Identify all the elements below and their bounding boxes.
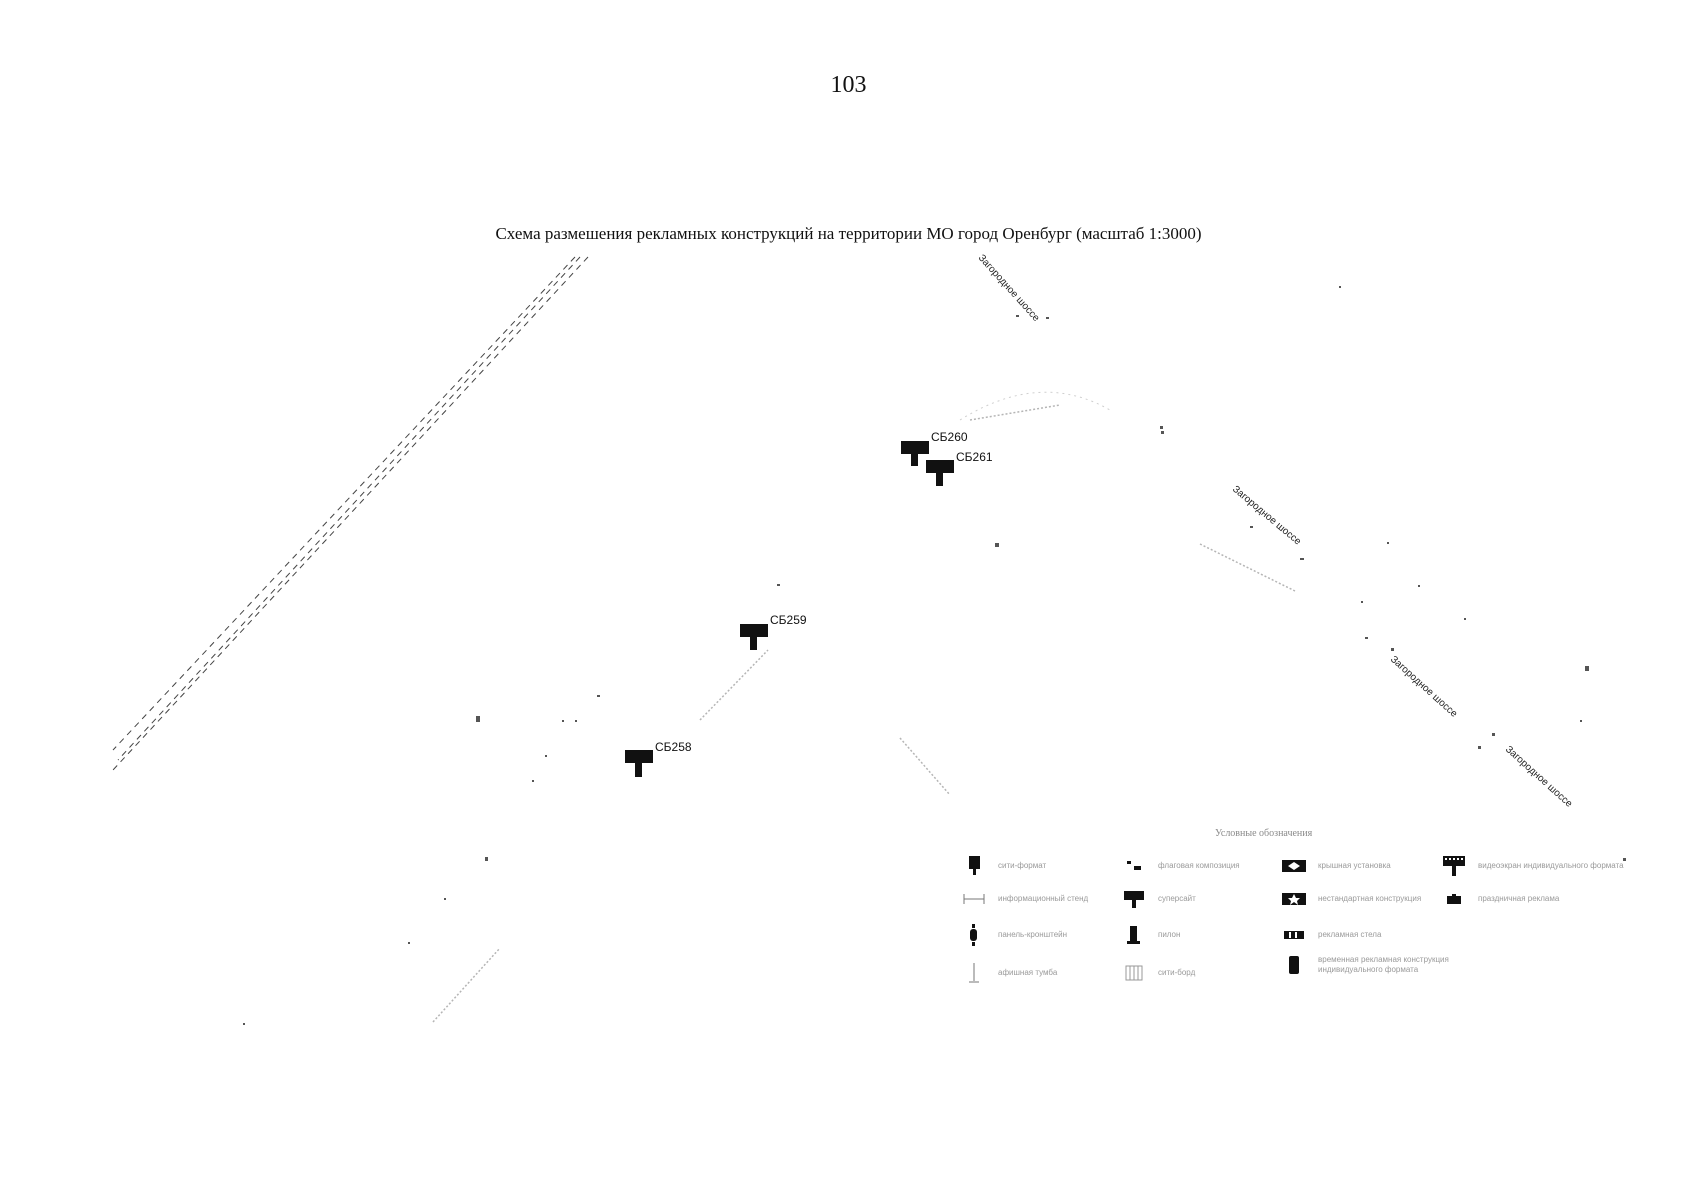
legend-item-poster-column: афишная тумба <box>960 962 1057 984</box>
faint-street-marks <box>432 404 1296 1023</box>
legend-item-stela: рекламная стела <box>1280 924 1381 946</box>
road-label: Загородное шоссе <box>976 253 1042 325</box>
dashed-road-left <box>112 256 589 771</box>
supersite-icon <box>1120 888 1148 910</box>
billboard-marker-sb261[interactable]: СБ261 <box>926 450 993 486</box>
nonstandard-icon <box>1280 888 1308 910</box>
legend-item-nonstandard: нестандартная конструкция <box>1280 888 1421 910</box>
legend-item-holiday: праздничная реклама <box>1440 888 1559 910</box>
billboard-marker-sb260[interactable]: СБ260 <box>901 430 968 466</box>
info-stand-icon <box>960 888 988 910</box>
billboard-marker-sb259[interactable]: СБ259 <box>740 613 807 650</box>
legend-item-panel-bracket: панель-кронштейн <box>960 924 1067 946</box>
holiday-icon <box>1440 888 1468 910</box>
legend-item-roof: крышная установка <box>1280 855 1391 877</box>
legend-item-supersite: суперсайт <box>1120 888 1196 910</box>
page-number: 103 <box>830 72 867 98</box>
panel-bracket-icon <box>960 924 988 946</box>
poster-column-icon <box>960 962 988 984</box>
legend-item-flag: флаговая композиция <box>1120 855 1240 877</box>
legend-item-videoscreen: видеоэкран индивидуального формата <box>1440 855 1624 877</box>
legend-item-city-format: сити-формат <box>960 855 1046 877</box>
road-label: Загородное шоссе <box>1230 484 1303 548</box>
legend-title: Условные обозначения <box>1215 828 1313 839</box>
svg-text:СБ261: СБ261 <box>956 450 993 464</box>
city-format-icon <box>960 855 988 877</box>
svg-text:СБ259: СБ259 <box>770 613 807 627</box>
legend-item-temporary: временная рекламная конструкция индивиду… <box>1280 954 1468 976</box>
roof-icon <box>1280 855 1308 877</box>
map-title: Схема размешения рекламных конструкций н… <box>495 224 1202 243</box>
svg-text:СБ260: СБ260 <box>931 430 968 444</box>
videoscreen-icon <box>1440 855 1468 877</box>
billboard-marker-sb258[interactable]: СБ258 <box>625 740 692 777</box>
road-arc <box>959 391 1111 421</box>
city-board-icon <box>1120 962 1148 984</box>
temporary-icon <box>1280 954 1308 976</box>
map-legend: Условные обозначения сити-формат флагова… <box>950 828 1640 1008</box>
flag-icon <box>1120 855 1148 877</box>
pylon-icon <box>1120 924 1148 946</box>
svg-text:СБ258: СБ258 <box>655 740 692 754</box>
legend-item-city-board: сити-борд <box>1120 962 1195 984</box>
legend-item-info-stand: информационный стенд <box>960 888 1088 910</box>
legend-item-pylon: пилон <box>1120 924 1180 946</box>
stela-icon <box>1280 924 1308 946</box>
road-label: Загородное шоссе <box>1388 654 1460 720</box>
road-label: Загородное шоссе <box>1503 744 1575 810</box>
map-specks <box>243 286 1626 1025</box>
